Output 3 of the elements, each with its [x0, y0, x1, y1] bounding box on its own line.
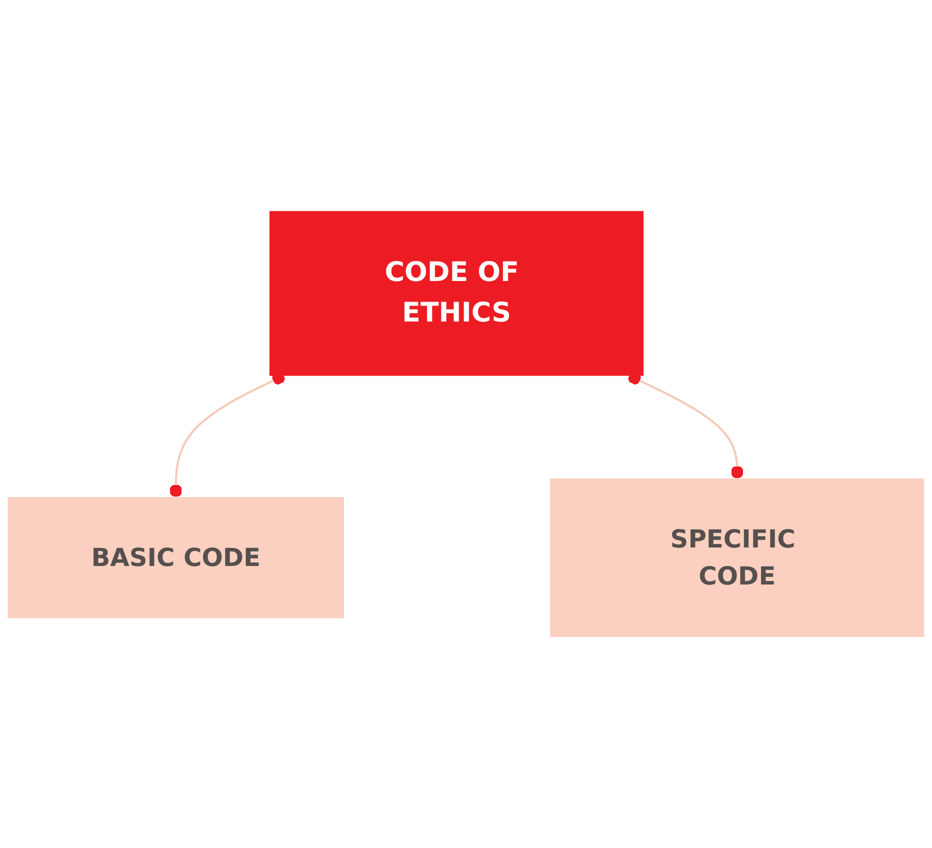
node-box: BASIC CODE [8, 497, 344, 618]
node-box: CODE OF ETHICS [269, 211, 644, 376]
node-box: SPECIFIC CODE [550, 478, 924, 637]
